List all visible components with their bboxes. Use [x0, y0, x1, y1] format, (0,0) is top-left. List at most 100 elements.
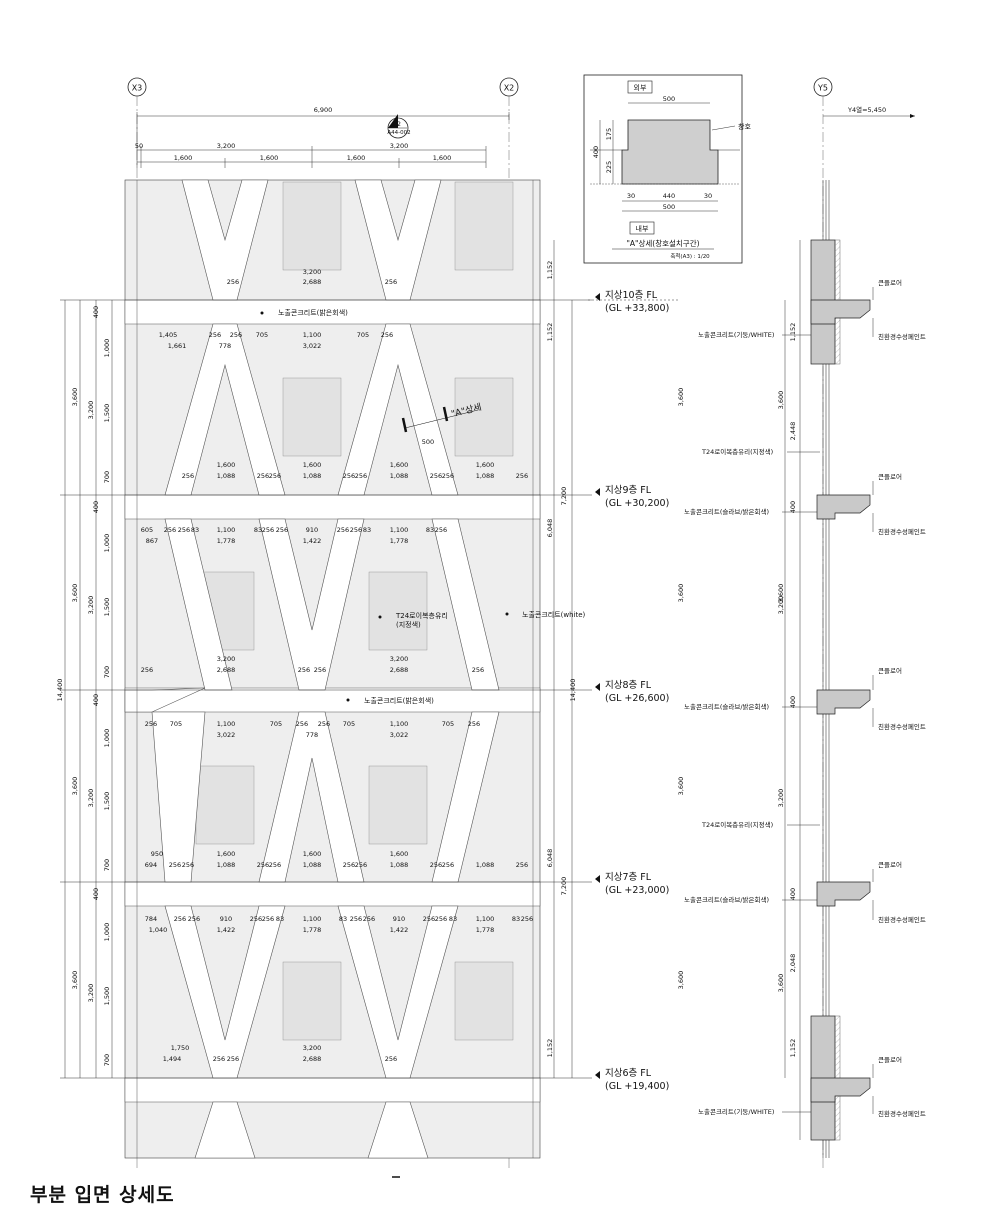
dim-text: 256	[141, 666, 153, 674]
callout-paint-10: 친환경수성페인트	[878, 332, 926, 341]
section-callouts: 노출콘크리트(기둥/WHITE) 큰플로어 친환경수성페인트 T24로이복층유리…	[684, 278, 926, 1118]
dim-text: 256	[423, 915, 435, 923]
facade	[124, 179, 541, 1159]
dim-text: 256	[350, 915, 362, 923]
dim-text: 1,088	[303, 861, 322, 869]
callout-glass-full-2: T24로이복층유리(지정색)	[701, 820, 773, 829]
detail-dim-bottom: 500	[663, 203, 675, 211]
dim-sub-left: 3,200	[87, 984, 95, 1003]
dim-text: 1,422	[303, 537, 322, 545]
detail-dim-h2: 225	[605, 161, 613, 173]
floor-6-name: 지상6층 FL	[605, 1068, 652, 1079]
dim-text: 256	[269, 472, 281, 480]
dim-text: 1,600	[303, 461, 322, 469]
grid-x2-label: X2	[504, 84, 515, 93]
dim-text: 256	[381, 331, 393, 339]
dim-part-left: 1,000	[103, 534, 111, 553]
top-dimension-text: 6,900 50 3,200 3,200 1,600 1,600 1,600 1…	[135, 106, 451, 162]
detail-dim-total-h: 400	[592, 146, 600, 158]
section-dim-floor: 3,600	[677, 777, 685, 796]
dim-text: 1,405	[159, 331, 178, 339]
detail-window-label: 창호	[738, 123, 751, 131]
callout-col-white-top: 노출콘크리트(기둥/WHITE)	[698, 330, 774, 339]
right-dimension-lines	[553, 240, 573, 1078]
section-reference-marker: 2 A44-002	[387, 114, 411, 139]
a-detail-box: 외부 500 창호 400 175 225 30 440 30 500 내부 "…	[583, 74, 751, 264]
dim-text: 3,200	[390, 655, 409, 663]
floor-7-name: 지상7층 FL	[605, 872, 652, 883]
callout-exposed-bright-2: 노출콘크리트(밝은회색)	[364, 696, 434, 705]
top-dimensions	[136, 112, 510, 168]
dim-text: 256	[227, 278, 239, 286]
callout-hangdo-8: 큰플로어	[878, 666, 902, 675]
detail-dim-left: 30	[627, 192, 635, 200]
dim-text: 256	[296, 720, 308, 728]
dim-right: 6,048	[546, 519, 554, 538]
dim-right: 1,152	[546, 323, 554, 342]
slab-bands	[124, 299, 541, 1103]
floor-10-name: 지상10층 FL	[605, 290, 658, 301]
dim-text: 256	[169, 861, 181, 869]
dim-part-left: 1,500	[103, 404, 111, 423]
dim-text: 1,088	[303, 472, 322, 480]
section-dim-floor: 3,600	[677, 971, 685, 990]
dim-text: 83	[254, 526, 262, 534]
dim-text: 1,088	[476, 861, 495, 869]
dim-text: 1,778	[476, 926, 495, 934]
dim-text: 256	[442, 861, 454, 869]
dim-part-left: 1,000	[103, 339, 111, 358]
dim-text: 1,100	[476, 915, 495, 923]
dim-text: 256	[468, 720, 480, 728]
dim-text: 1,750	[171, 1044, 190, 1052]
dim-text: 256	[516, 472, 528, 480]
dim-text: 3,022	[303, 342, 322, 350]
dim-text: 2,688	[303, 278, 322, 286]
dim-text: 256	[145, 720, 157, 728]
dim-half-1: 3,200	[217, 142, 236, 150]
dim-text: 1,088	[390, 472, 409, 480]
dim-text: 256	[337, 526, 349, 534]
callout-slab-9: 노출콘크리트(슬라브/밝은회색)	[684, 507, 769, 516]
dim-text: 256	[174, 915, 186, 923]
dim-q2: 1,600	[260, 154, 279, 162]
section-dim-floor: 3,600	[677, 584, 685, 603]
dim-text: 705	[270, 720, 282, 728]
dim-text: 256	[363, 915, 375, 923]
dim-q4: 1,600	[433, 154, 452, 162]
dim-text: 83	[276, 915, 284, 923]
callout-col-white-bottom: 노출콘크리트(기둥/WHITE)	[698, 1107, 774, 1116]
section-dim-slab: 400	[789, 501, 797, 513]
detail-caption: "A"상세(창호설치구간)	[626, 238, 699, 248]
callout-glass-full-1: T24로이복층유리(지정색)	[701, 447, 773, 456]
dim-text: 256	[269, 861, 281, 869]
dim-text: 1,600	[390, 850, 409, 858]
dim-text: 256	[182, 472, 194, 480]
dim-text: 256	[227, 1055, 239, 1063]
dim-text: 784	[145, 915, 157, 923]
dim-text: 778	[219, 342, 231, 350]
dim-text: 1,088	[476, 472, 495, 480]
dim-text: 1,422	[217, 926, 236, 934]
floor-6-gl: (GL +19,400)	[605, 1081, 669, 1092]
dim-part-left: 1,000	[103, 923, 111, 942]
dim-text: 256	[262, 915, 274, 923]
section-dimension-text: 3,600 3,600 3,600 3,600 3,600 3,600 3,20…	[677, 323, 797, 1058]
dim-text: 256	[276, 526, 288, 534]
dim-text: 256	[385, 1055, 397, 1063]
drawing-title: 부분 입면 상세도	[30, 1184, 175, 1206]
dim-text: 705	[357, 331, 369, 339]
dim-text: 1,422	[390, 926, 409, 934]
floor-10-gl: (GL +33,800)	[605, 303, 669, 314]
callout-hangdo-7: 큰플로어	[878, 860, 902, 869]
dim-right: 1,152	[546, 261, 554, 280]
dim-text: 910	[220, 915, 232, 923]
dim-text: 2,688	[390, 666, 409, 674]
dim-text: 910	[393, 915, 405, 923]
facade-dimensions: 3,200 2,688 256 256 1,405 256 256 705 1,…	[141, 268, 533, 1063]
dim-text: 83	[339, 915, 347, 923]
dim-q3: 1,600	[347, 154, 366, 162]
dim-part-left: 1,000	[103, 729, 111, 748]
dim-right: 1,152	[546, 1039, 554, 1058]
dim-total-left: 14,400	[56, 679, 64, 702]
